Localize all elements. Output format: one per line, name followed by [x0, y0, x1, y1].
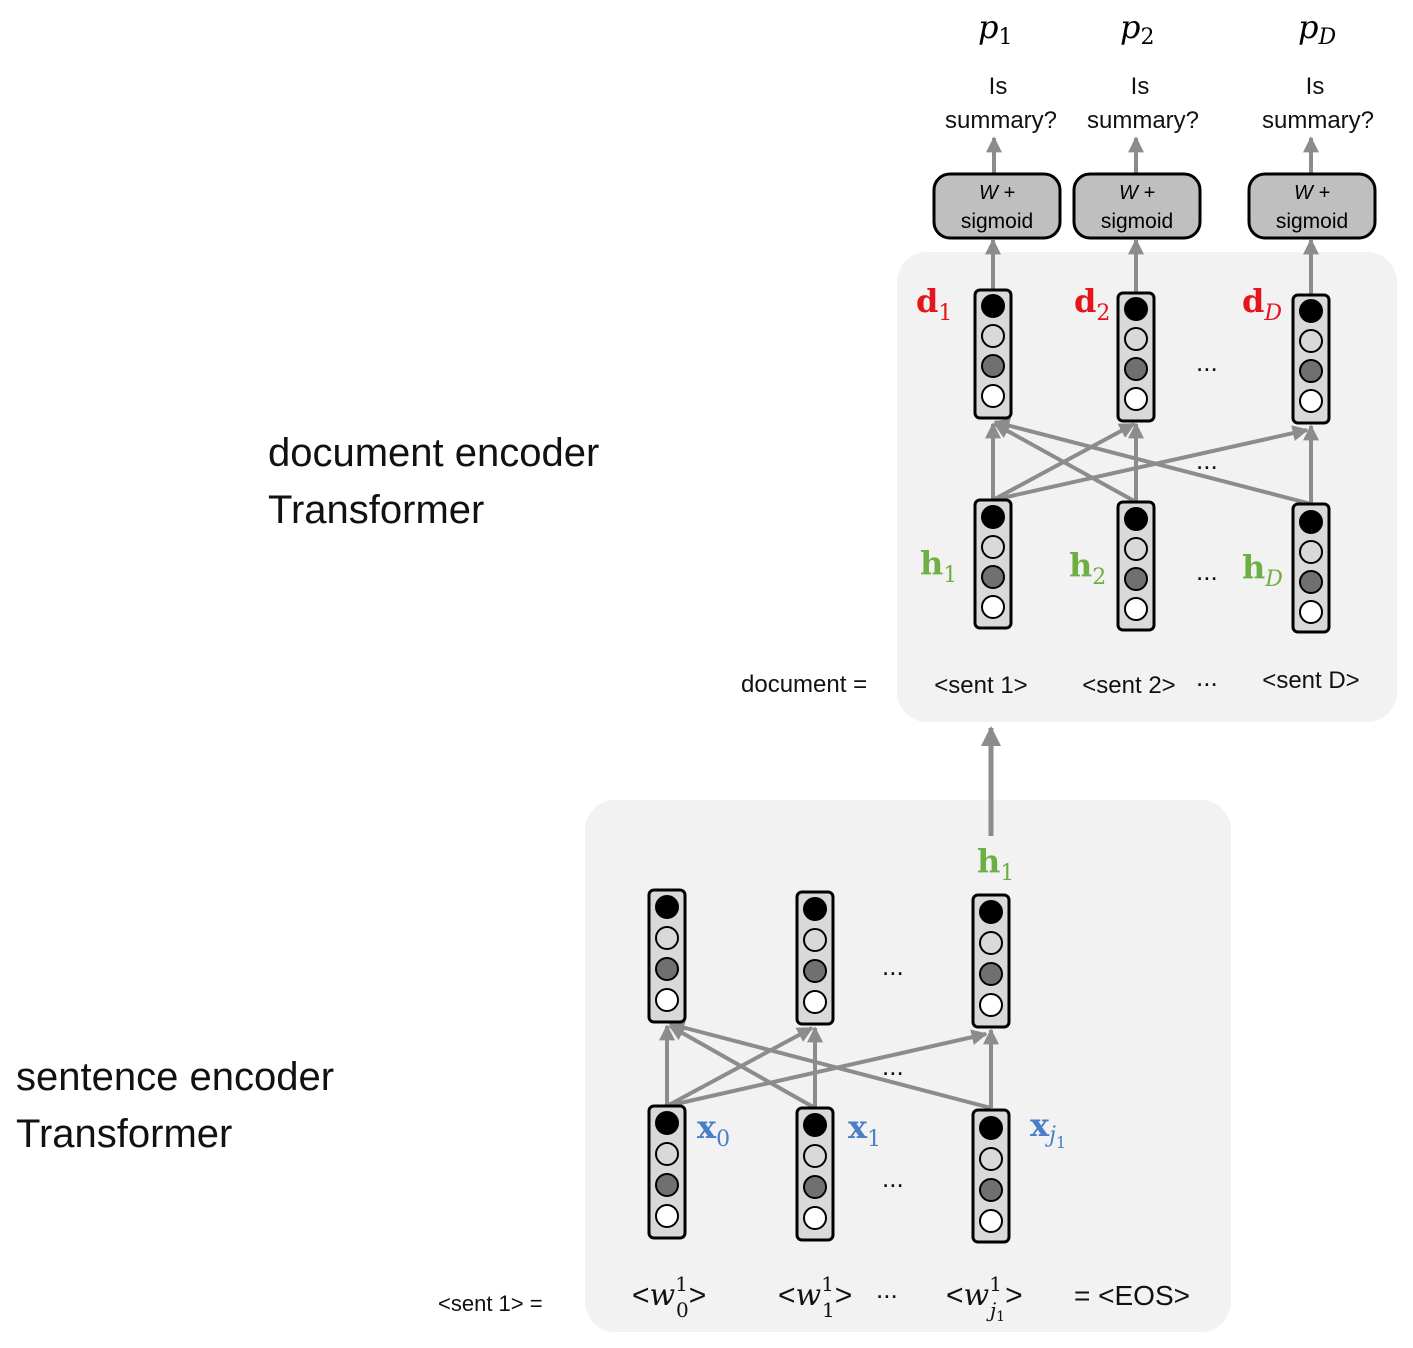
- h2-doc-label: h2: [1069, 546, 1106, 590]
- sent-D-label: <sent D>: [1262, 667, 1359, 694]
- d2-vector: [1116, 291, 1156, 423]
- ellipsis-sentence-bottom-row: ...: [882, 1163, 904, 1193]
- ellipsis-d-row: ...: [1196, 347, 1218, 377]
- document-attention-arrows: [985, 417, 1319, 506]
- classifier-box-1: W + sigmoid: [932, 172, 1062, 240]
- sentence-top-vector-j: [971, 893, 1011, 1029]
- document-equals-label: document =: [741, 671, 867, 698]
- sent-2-label: <sent 2>: [1082, 672, 1175, 699]
- dD-label: dD: [1242, 282, 1282, 326]
- dD-vector: [1291, 293, 1331, 425]
- h1-doc-vector: [973, 498, 1013, 630]
- d1-vector: [973, 288, 1013, 420]
- svg-text:sigmoid: sigmoid: [961, 210, 1033, 233]
- ellipsis-token-row: ...: [876, 1274, 898, 1304]
- ellipsis-sentence-attention: ...: [882, 1051, 904, 1081]
- question-1-line1: Is: [989, 73, 1008, 100]
- h1-doc-label: h1: [920, 544, 957, 588]
- x0-label: x0: [697, 1108, 730, 1152]
- x0-vector: [647, 1104, 687, 1240]
- h2-doc-vector: [1116, 500, 1156, 632]
- document-encoder-panel: [897, 252, 1397, 722]
- sentence-encoder-panel: [585, 800, 1231, 1332]
- svg-text:sigmoid: sigmoid: [1276, 210, 1348, 233]
- ellipsis-sentence-top-row: ...: [882, 951, 904, 981]
- p2-label: p2: [1120, 8, 1154, 50]
- hD-doc-label: hD: [1242, 548, 1283, 592]
- sent1-equals-label: <sent 1> =: [438, 1291, 543, 1316]
- sentence-attention-arrows: [659, 1019, 999, 1110]
- svg-text:W +: W +: [1294, 182, 1330, 204]
- doc-encoder-title-line2: Transformer: [268, 488, 484, 532]
- question-D-line1: Is: [1306, 73, 1325, 100]
- h1-sentence-output-label: h1: [977, 842, 1014, 886]
- ellipsis-doc-attention: ...: [1196, 445, 1218, 475]
- sentence-top-vector-0: [647, 888, 687, 1024]
- svg-text:W +: W +: [979, 182, 1015, 204]
- ellipsis-h-row: ...: [1196, 556, 1218, 586]
- x1-vector: [795, 1106, 835, 1242]
- ellipsis-sent-row: ...: [1196, 662, 1218, 692]
- eos-label: = <EOS>: [1074, 1280, 1190, 1311]
- sent-encoder-title-line2: Transformer: [16, 1112, 232, 1156]
- question-2-line1: Is: [1131, 73, 1150, 100]
- question-D-line2: summary?: [1262, 107, 1374, 134]
- classifier-box-D: W + sigmoid: [1247, 172, 1377, 240]
- svg-text:W +: W +: [1119, 182, 1155, 204]
- sent-1-label: <sent 1>: [934, 672, 1027, 699]
- hD-doc-vector: [1291, 502, 1331, 634]
- question-1-line2: summary?: [945, 107, 1057, 134]
- p1-label: p1: [978, 8, 1012, 50]
- sentence-top-vector-1: [795, 890, 835, 1026]
- x1-label: x1: [848, 1108, 881, 1152]
- pD-label: pD: [1298, 8, 1336, 50]
- xj-vector: [971, 1108, 1011, 1244]
- question-2-line2: summary?: [1087, 107, 1199, 134]
- classifier-box-2: W + sigmoid: [1072, 172, 1202, 240]
- svg-text:sigmoid: sigmoid: [1101, 210, 1173, 233]
- sent-encoder-title-line1: sentence encoder: [16, 1055, 334, 1099]
- d1-label: d1: [916, 282, 952, 326]
- xj-label: xj1: [1030, 1106, 1066, 1152]
- doc-encoder-title-line1: document encoder: [268, 431, 599, 475]
- d2-label: d2: [1074, 282, 1110, 326]
